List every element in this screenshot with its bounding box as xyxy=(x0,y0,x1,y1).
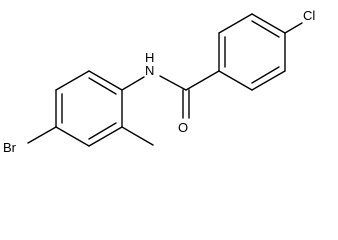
carbonyl-aryl-bond xyxy=(185,70,220,91)
bromine-label: Br xyxy=(3,140,17,155)
double-bond-inner xyxy=(88,77,117,95)
nitrogen-label: N xyxy=(145,63,154,78)
chloro-bond xyxy=(284,22,303,34)
methyl-bond xyxy=(121,126,154,146)
bond xyxy=(218,70,253,91)
double-bond-inner xyxy=(251,66,280,84)
left-benzene-ring xyxy=(55,70,123,147)
chemical-structure: Br N H O Cl xyxy=(3,8,315,155)
bond xyxy=(88,126,123,147)
bond xyxy=(55,70,90,91)
chlorine-label: Cl xyxy=(303,8,315,23)
bond xyxy=(55,126,90,147)
nitrogen-carbonyl-bond xyxy=(159,75,187,91)
double-bond-inner xyxy=(88,122,117,140)
oxygen-label: O xyxy=(178,120,188,135)
bond xyxy=(218,13,253,34)
hydrogen-label: H xyxy=(145,50,154,65)
bond xyxy=(88,70,123,91)
aryl-nitrogen-bond xyxy=(121,76,145,91)
double-bond-inner xyxy=(251,20,280,38)
right-benzene-ring xyxy=(218,13,286,91)
bond xyxy=(251,13,286,34)
bromo-bond xyxy=(27,126,57,144)
bond xyxy=(251,70,286,91)
